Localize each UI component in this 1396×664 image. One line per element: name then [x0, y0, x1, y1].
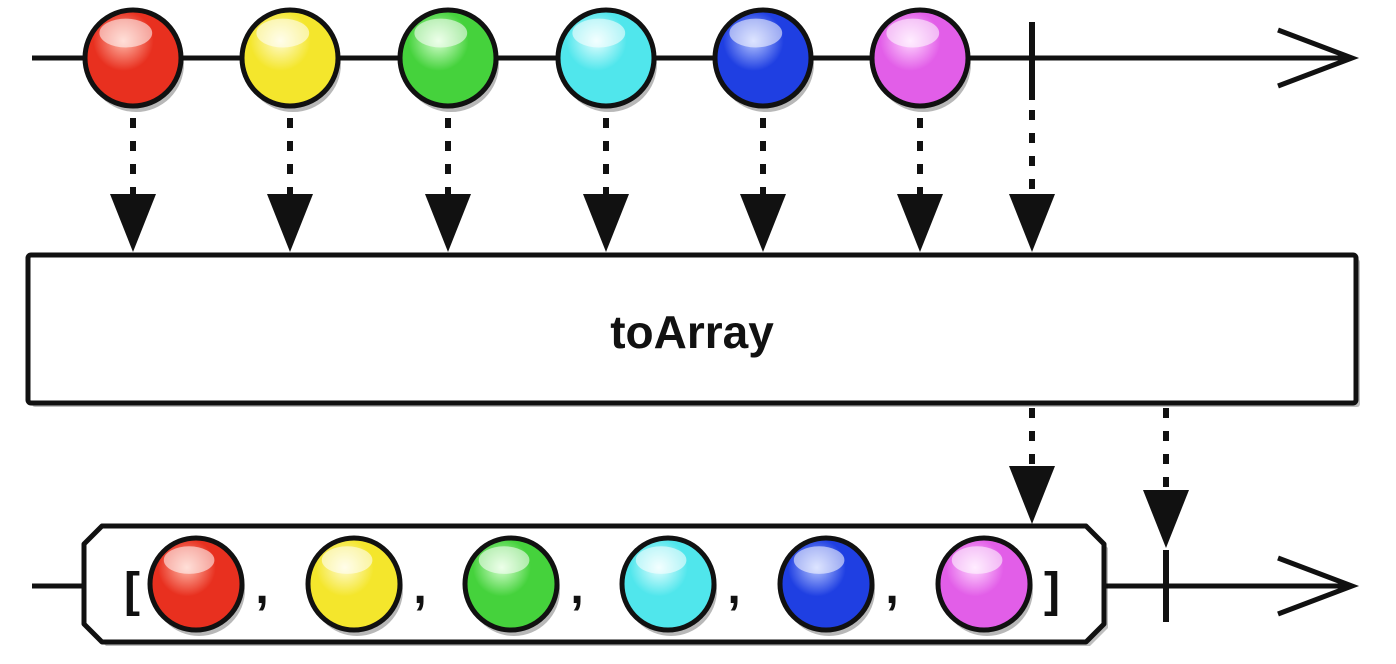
input-marble	[869, 7, 971, 112]
operator-box: toArray	[25, 252, 1360, 407]
input-arrow	[740, 118, 786, 252]
array-separator: ,	[570, 561, 583, 614]
completion-arrow	[1009, 110, 1055, 252]
array-separator: ,	[413, 561, 426, 614]
input-arrow	[110, 118, 156, 252]
array-close-bracket: ]	[1044, 564, 1060, 617]
input-timeline-arrowhead	[1277, 27, 1360, 89]
array-marble	[777, 535, 875, 636]
input-marble	[555, 7, 657, 112]
array-separator: ,	[255, 561, 268, 614]
array-item: [ ] ,,,,,	[81, 523, 1108, 646]
array-marble	[462, 535, 560, 636]
array-emit-arrow	[1009, 408, 1055, 524]
array-separator: ,	[727, 561, 740, 614]
array-marbles	[147, 535, 1033, 636]
input-arrow	[267, 118, 313, 252]
array-marble	[305, 535, 403, 636]
input-timeline	[32, 7, 1360, 112]
operator-box-frame	[25, 252, 1359, 406]
input-marble	[712, 7, 814, 112]
input-marble	[82, 7, 184, 112]
input-arrow	[897, 118, 943, 252]
output-timeline: [ ] ,,,,,	[32, 523, 1360, 646]
array-open-bracket: [	[124, 564, 140, 617]
array-marble	[935, 535, 1033, 636]
output-arrows	[1009, 408, 1189, 548]
array-marble	[147, 535, 245, 636]
input-arrow	[583, 118, 629, 252]
array-marble	[619, 535, 717, 636]
input-marble	[239, 7, 341, 112]
array-separator: ,	[885, 561, 898, 614]
input-marble	[397, 7, 499, 112]
input-arrows	[110, 110, 1055, 252]
output-timeline-arrowhead	[1277, 555, 1360, 617]
operator-label: toArray	[610, 306, 774, 358]
input-arrow	[425, 118, 471, 252]
output-completion-arrow	[1143, 408, 1189, 548]
input-marbles	[82, 7, 971, 112]
array-separators: ,,,,,	[255, 561, 898, 614]
